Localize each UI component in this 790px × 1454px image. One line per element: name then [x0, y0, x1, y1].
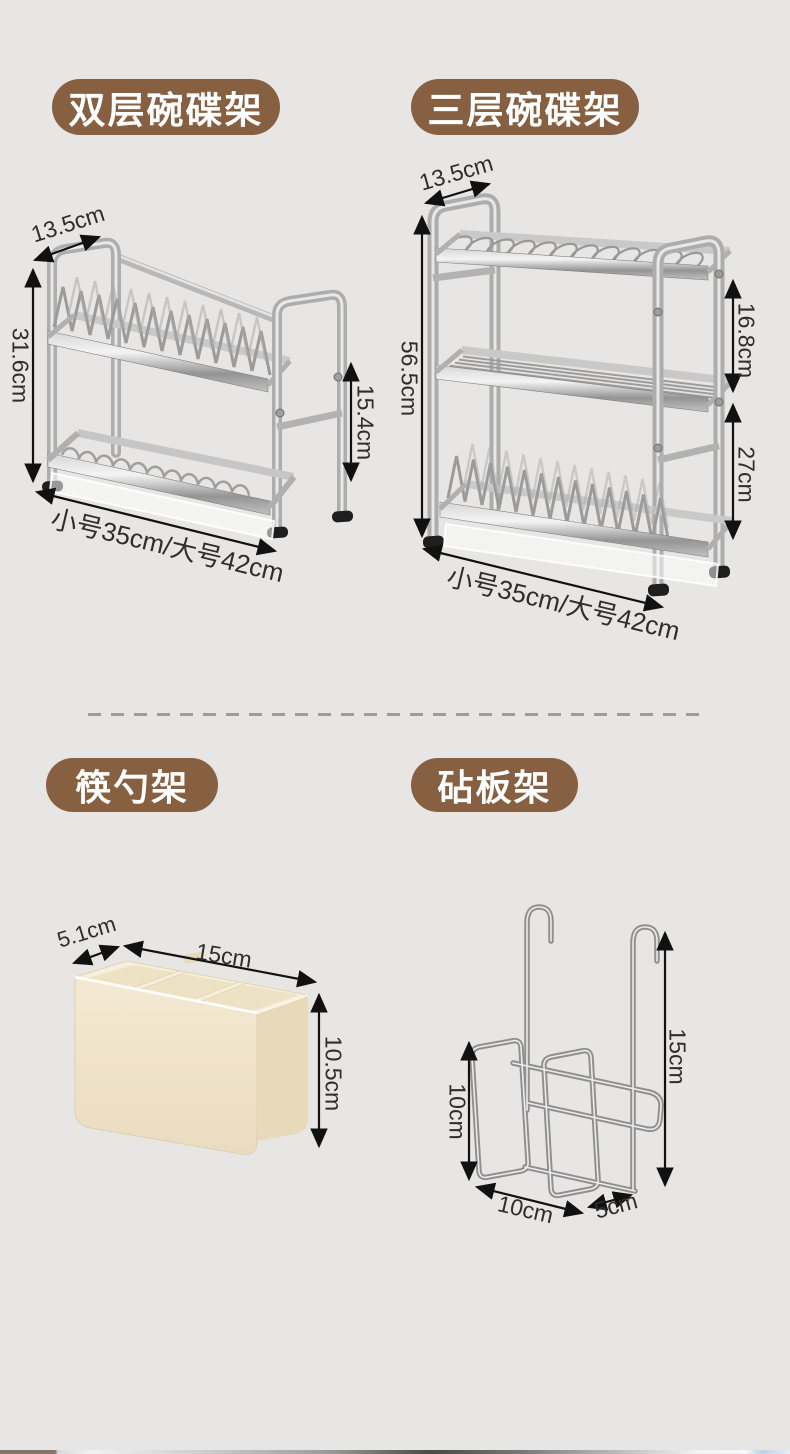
badge-chopstick-rack: 筷勺架	[46, 758, 218, 812]
dim-triple-rack-height: 56.5cm	[396, 340, 423, 417]
dim-holder-height: 10.5cm	[320, 1035, 347, 1112]
dim-board-rack-hook-height: 15cm	[664, 1028, 691, 1085]
badge-double-rack: 双层碗碟架	[52, 79, 280, 135]
badge-triple-rack: 三层碗碟架	[411, 79, 639, 135]
dim-double-rack-tier-height: 15.4cm	[352, 384, 379, 461]
next-section-edge	[0, 1450, 790, 1454]
section-divider	[88, 713, 706, 716]
badge-cutting-board-rack: 砧板架	[411, 758, 578, 812]
dim-board-rack-frame-height: 10cm	[444, 1083, 471, 1140]
dim-double-rack-height: 31.6cm	[7, 327, 34, 404]
dim-triple-rack-upper-gap: 16.8cm	[733, 302, 760, 379]
dim-triple-rack-lower-gap: 27cm	[733, 446, 760, 503]
